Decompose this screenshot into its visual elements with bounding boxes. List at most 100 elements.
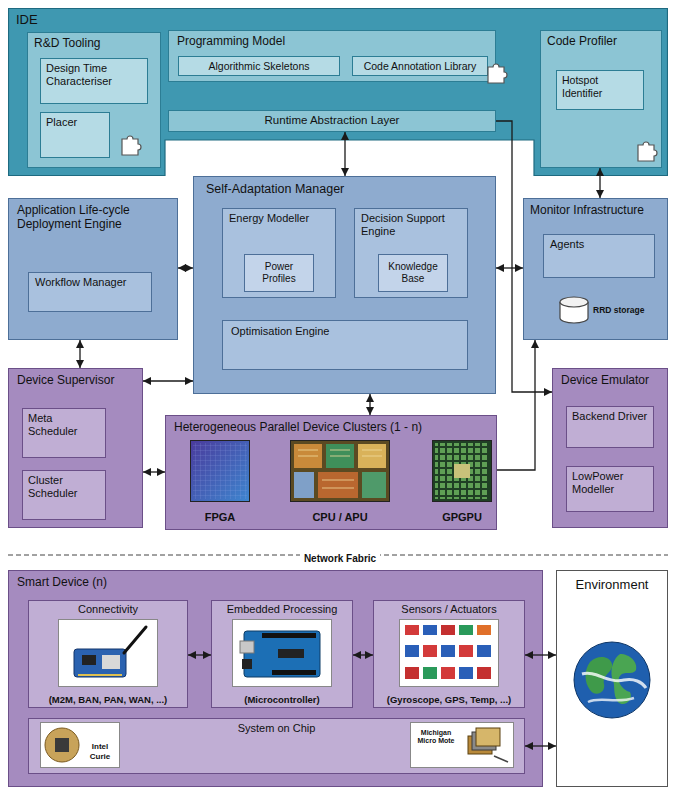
scheduler-box: Cluster Scheduler bbox=[22, 470, 106, 520]
fpga-chip bbox=[190, 440, 250, 502]
graphic-part bbox=[102, 655, 120, 669]
graphic-part bbox=[435, 443, 489, 499]
emulator-box: Backend Driver bbox=[566, 406, 654, 448]
puzzle-icon bbox=[636, 138, 658, 162]
environment-box: Environment bbox=[556, 570, 668, 787]
graphic-part bbox=[423, 645, 437, 657]
part-examples: (M2M, BAN, PAN, WAN, ...) bbox=[49, 694, 168, 705]
connector-arrow bbox=[496, 267, 523, 268]
graphic-part bbox=[405, 667, 419, 679]
manager-panel: Self-Adaptation ManagerEnergy ModellerPo… bbox=[193, 176, 496, 394]
storage-cylinder bbox=[557, 294, 591, 326]
label-holder: GPGPU bbox=[427, 507, 497, 525]
device-part: Embedded Processing(Microcontroller) bbox=[211, 600, 353, 708]
box-label: Power Profiles bbox=[248, 261, 310, 285]
graphic-part bbox=[454, 464, 470, 478]
tool-box: Design Time Characteriser bbox=[40, 58, 148, 104]
box-label: Heterogeneous Parallel Device Clusters (… bbox=[174, 420, 422, 434]
graphic-part bbox=[9, 9, 668, 176]
graphic-part bbox=[459, 625, 473, 635]
box-label: Programming Model bbox=[177, 34, 285, 48]
graphic-part bbox=[423, 667, 437, 679]
box-label: Code Annotation Library bbox=[364, 60, 477, 73]
graphic-part bbox=[294, 472, 314, 498]
component-box: Energy ModellerPower Profiles bbox=[222, 208, 336, 298]
part-heading: Embedded Processing bbox=[227, 603, 338, 616]
box-label: LowPower Modeller bbox=[572, 470, 648, 496]
wireless-module-picture bbox=[58, 619, 158, 687]
label-holder: Network Fabric bbox=[292, 548, 388, 566]
box-label: Placer bbox=[46, 116, 77, 129]
component-box: Power Profiles bbox=[244, 254, 314, 292]
product-label: Michigan Micro Mote bbox=[413, 729, 459, 746]
microcontroller-picture bbox=[232, 619, 332, 687]
connector-arrow bbox=[369, 394, 370, 415]
smart-device-panel: Smart Device (n)Connectivity(M2M, BAN, P… bbox=[8, 570, 543, 787]
chip-label: FPGA bbox=[205, 511, 236, 524]
graphic-part bbox=[400, 620, 499, 687]
box-label: Knowledge Base bbox=[382, 261, 444, 285]
emulator-panel: Device EmulatorBackend DriverLowPower Mo… bbox=[552, 368, 668, 528]
storage-node: RRD storage bbox=[555, 292, 655, 328]
earth-globe bbox=[572, 640, 652, 720]
box-label: Backend Driver bbox=[572, 410, 647, 423]
graphic-part bbox=[441, 625, 455, 635]
box-label: Application Life-cycle Deployment Engine bbox=[17, 203, 169, 232]
graphic-part bbox=[423, 625, 437, 635]
box-label: System on Chip bbox=[238, 722, 316, 735]
box-label: Device Emulator bbox=[561, 373, 649, 387]
connector-arrow bbox=[188, 654, 211, 655]
graphic-part bbox=[362, 472, 386, 498]
graphic-part bbox=[638, 142, 657, 161]
graphic-part bbox=[262, 633, 316, 638]
connector-arrow bbox=[353, 654, 373, 655]
graphic-part bbox=[318, 472, 358, 498]
engine-panel: Application Life-cycle Deployment Engine… bbox=[8, 198, 178, 340]
box-label: Runtime Abstraction Layer bbox=[265, 114, 400, 128]
graphic-part bbox=[272, 670, 316, 675]
ide-region: IDER&D ToolingDesign Time CharacteriserP… bbox=[8, 8, 668, 176]
connector-arrow bbox=[496, 121, 552, 392]
tool-box: Hotspot Identifier bbox=[556, 70, 644, 110]
supervisor-panel: Device SupervisorMeta SchedulerCluster S… bbox=[8, 368, 143, 528]
connector-arrow bbox=[143, 471, 165, 472]
graphic-part bbox=[477, 645, 491, 657]
box-label: Environment bbox=[576, 577, 649, 593]
product-label: Intel Curie bbox=[83, 742, 117, 761]
graphic-part bbox=[405, 625, 419, 635]
box-label: Cluster Scheduler bbox=[28, 474, 100, 500]
component-box: Workflow Manager bbox=[28, 272, 152, 312]
label-holder: FPGA bbox=[185, 507, 255, 525]
graphic-part bbox=[240, 641, 254, 653]
part-heading: Sensors / Actuators bbox=[401, 603, 496, 616]
connector-arrow bbox=[344, 132, 345, 176]
box-label: Design Time Characteriser bbox=[46, 62, 142, 88]
component-box: Decision Support EngineKnowledge Base bbox=[354, 208, 468, 298]
box-label: Code Profiler bbox=[547, 34, 617, 48]
box-label: Monitor Infrastructure bbox=[530, 203, 644, 217]
graphic-part bbox=[59, 620, 158, 687]
puzzle-icon bbox=[486, 60, 508, 84]
device-part: Connectivity (M2M, BAN, PAN, WAN, ...) bbox=[28, 600, 188, 708]
graphic-part bbox=[45, 728, 79, 762]
box-label: Agents bbox=[550, 238, 584, 251]
label-holder: Intel Curie bbox=[83, 742, 117, 763]
tool-box: Code Annotation Library bbox=[352, 56, 488, 76]
graphic-part bbox=[582, 673, 646, 688]
tool-group: Programming ModelAlgorithmic Skeletons Co… bbox=[168, 30, 496, 82]
tool-group: Code ProfilerHotspot Identifier bbox=[540, 30, 662, 168]
component-box: Optimisation Engine bbox=[222, 320, 468, 370]
box-label: Workflow Manager bbox=[35, 276, 127, 289]
part-heading: Connectivity bbox=[78, 603, 138, 616]
micro-mote-picture bbox=[410, 722, 514, 768]
cluster-panel: Heterogeneous Parallel Device Clusters (… bbox=[165, 415, 497, 530]
emulator-box: LowPower Modeller bbox=[566, 466, 654, 512]
chip-label: CPU / APU bbox=[312, 511, 367, 524]
box-label: Algorithmic Skeletons bbox=[209, 60, 310, 73]
graphic-part bbox=[124, 627, 146, 653]
monitor-panel: Monitor InfrastructureAgentsRRD storage bbox=[523, 198, 668, 340]
component-box: Knowledge Base bbox=[378, 254, 448, 292]
graphic-part bbox=[55, 738, 69, 752]
graphic-part bbox=[244, 631, 320, 677]
graphic-part bbox=[459, 645, 473, 657]
